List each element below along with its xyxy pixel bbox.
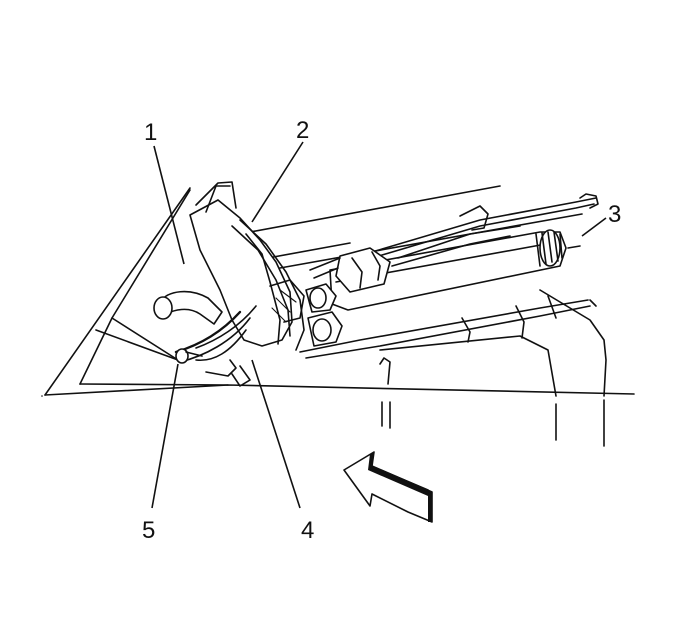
lower-body <box>379 289 607 447</box>
callout-2: 2 <box>296 117 309 144</box>
callouts: 1 2 3 4 5 <box>142 117 621 544</box>
control-cable <box>371 193 599 267</box>
left-panel <box>44 187 191 396</box>
heater-core-cylinder <box>329 229 581 311</box>
callout-4: 4 <box>301 517 314 544</box>
heater-case <box>189 181 305 351</box>
view-direction-arrow-icon <box>343 451 433 523</box>
core-fittings <box>305 283 343 347</box>
tube-clip <box>309 247 391 293</box>
callout-3: 3 <box>608 201 621 228</box>
heater-hoses <box>153 290 257 387</box>
callout-1: 1 <box>144 119 157 146</box>
callout-5: 5 <box>142 517 155 544</box>
floor-lines <box>41 383 635 397</box>
leader-lines <box>151 141 607 509</box>
